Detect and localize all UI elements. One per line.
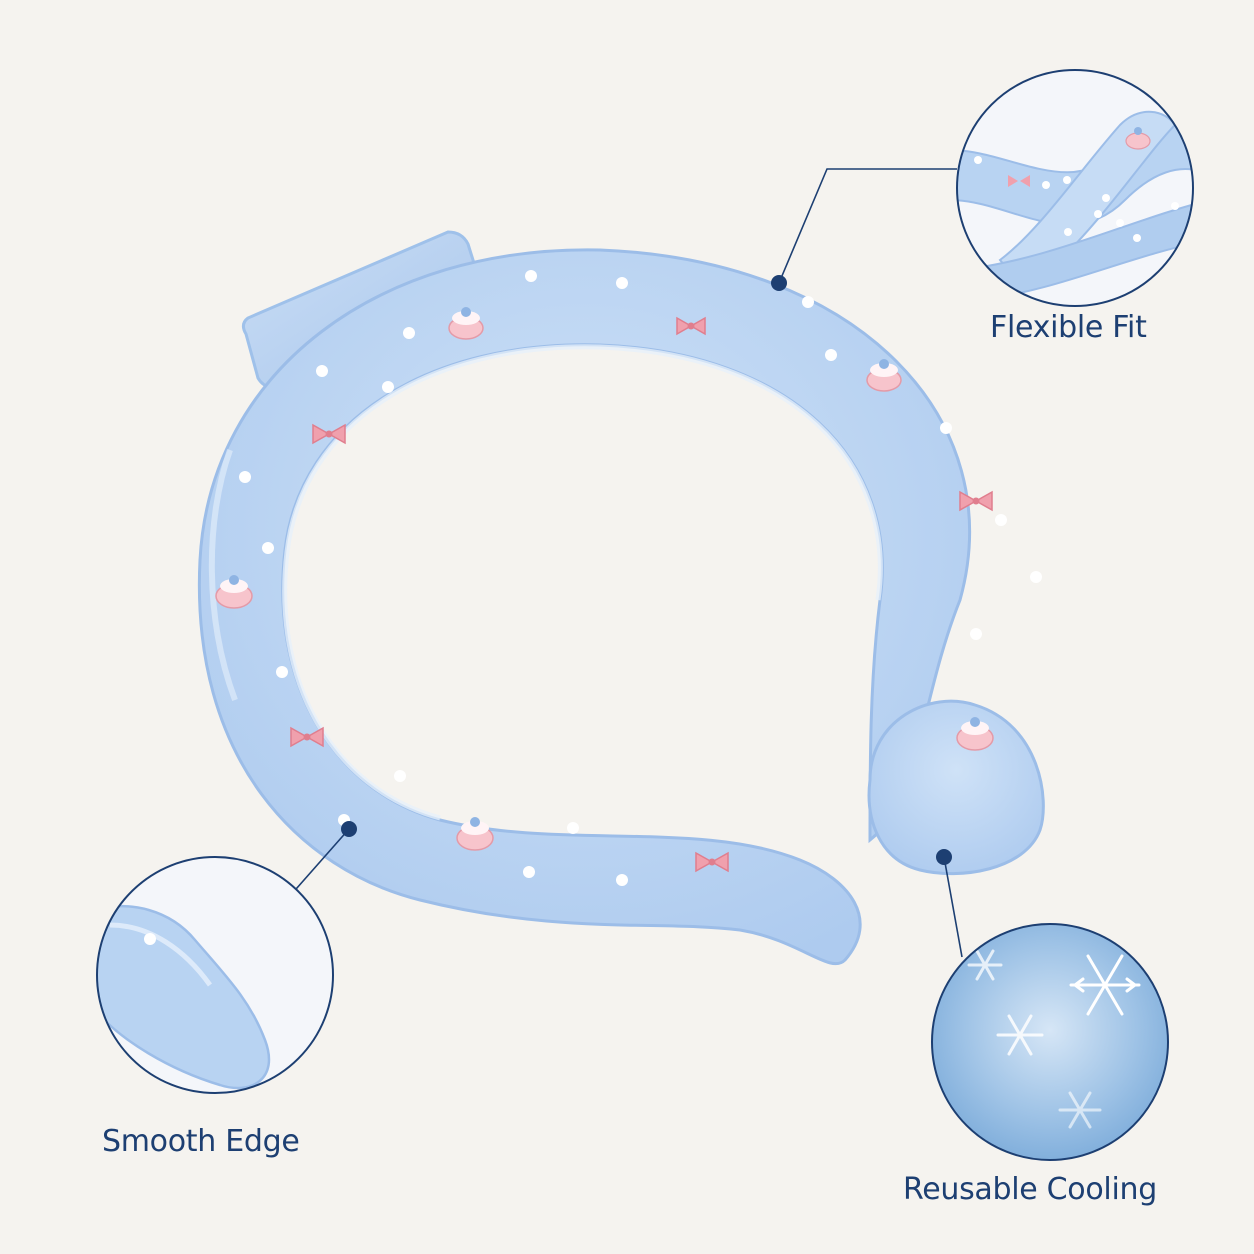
anchor-dot-flexible-fit — [771, 275, 787, 291]
rounded-end-closeup-icon — [96, 856, 334, 1094]
callout-line-reusable-cooling — [943, 856, 963, 958]
snowflake-bottom — [1058, 1091, 1102, 1129]
snowflake-small — [967, 949, 1003, 981]
anchor-dot-reusable-cooling — [936, 849, 952, 865]
callout-anchor-dots — [341, 275, 952, 865]
reusable-cooling-label: Reusable Cooling — [903, 1172, 1157, 1207]
bow-knot-detail — [303, 322, 980, 866]
cake-icon — [215, 307, 994, 851]
twisted-tube-closeup-icon — [956, 69, 1194, 307]
callout-line-flexible-fit — [778, 168, 957, 284]
smooth-edge-label: Smooth Edge — [102, 1124, 300, 1159]
flexible-fit-label: Flexible Fit — [990, 310, 1147, 345]
callout-lines — [288, 168, 963, 958]
snowflake-large — [1069, 954, 1141, 1016]
snowflake-ice-closeup-icon — [931, 923, 1169, 1161]
cooling-ring-body — [197, 248, 1045, 966]
snowflake-medium — [996, 1014, 1044, 1056]
anchor-dot-smooth-edge — [341, 821, 357, 837]
callout-line-smooth-edge — [288, 828, 350, 898]
white-dot-pattern — [239, 270, 1042, 886]
